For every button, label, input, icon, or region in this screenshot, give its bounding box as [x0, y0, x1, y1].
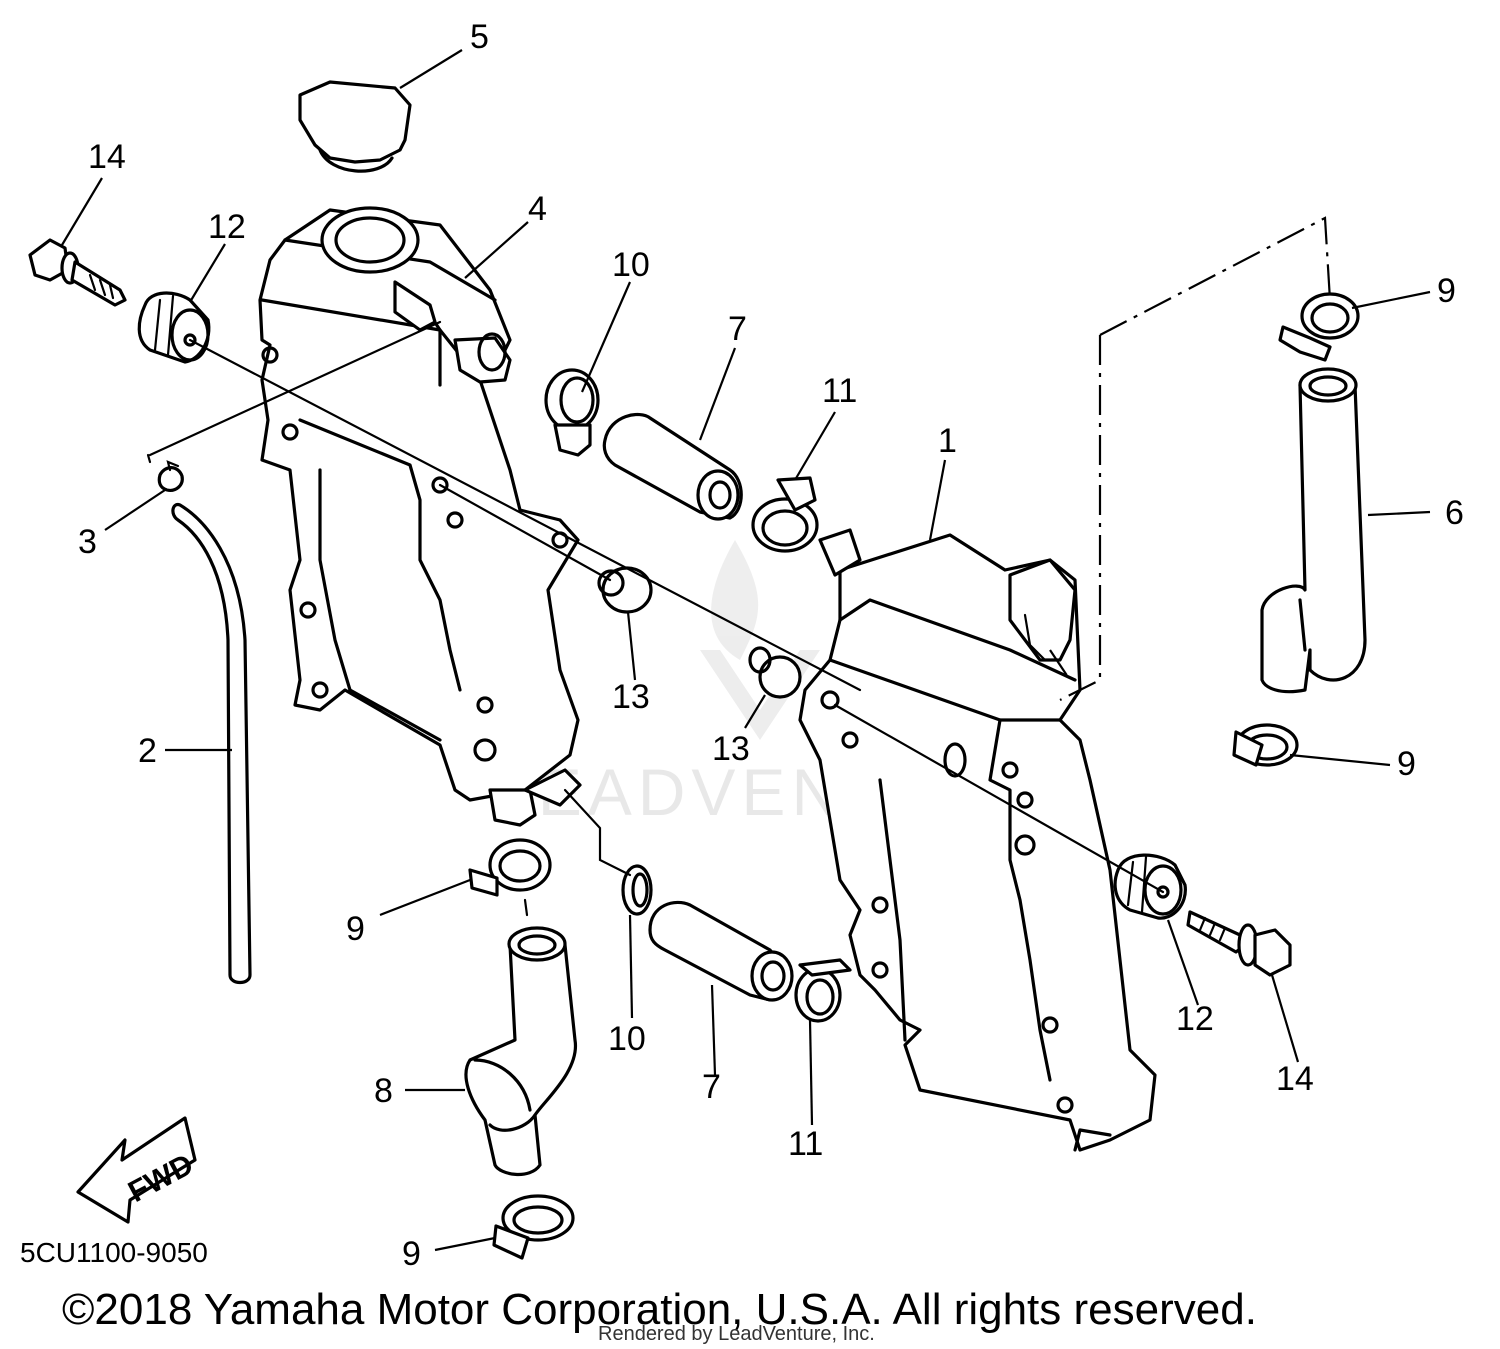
leader-lines — [61, 49, 1431, 1252]
hose-7-lower-part — [648, 900, 794, 1002]
copyright-notice: ©2018 Yamaha Motor Corporation, U.S.A. A… — [62, 1285, 1257, 1334]
callout-4: 4 — [528, 190, 547, 228]
callout-14-upper: 14 — [88, 138, 126, 176]
callout-7-lower: 7 — [702, 1068, 721, 1106]
clip-part — [157, 460, 184, 492]
clamp-9-bottom-part — [492, 1194, 575, 1260]
bolt-upper-part — [28, 238, 127, 307]
hose-7-upper-part — [602, 412, 743, 521]
washer-13-left-part — [597, 566, 653, 614]
callout-5: 5 — [470, 18, 489, 56]
callout-11-lower: 11 — [788, 1125, 823, 1163]
right-radiator-part — [798, 528, 1157, 1152]
callout-12-lower: 12 — [1176, 1000, 1214, 1038]
callout-12-upper: 12 — [208, 208, 246, 246]
radiator-cap-part — [298, 80, 412, 173]
callout-9-bottom: 9 — [402, 1235, 421, 1273]
clamp-9-upper-right-part — [1278, 292, 1360, 362]
forward-arrow: FWD — [76, 1116, 199, 1224]
clamp-9-left-part — [468, 838, 552, 897]
washer-13-right-part — [748, 646, 802, 699]
callout-3: 3 — [78, 523, 97, 561]
callout-14-lower: 14 — [1276, 1060, 1314, 1098]
bolt-lower-part — [1186, 910, 1292, 977]
callout-13-right: 13 — [712, 730, 750, 768]
breather-hose-part — [171, 502, 252, 985]
callout-1: 1 — [938, 422, 957, 460]
callout-2: 2 — [138, 732, 157, 770]
callout-7-upper: 7 — [728, 310, 747, 348]
callout-10-lower: 10 — [608, 1020, 646, 1058]
diagram-code: 5CU1100-9050 — [20, 1237, 208, 1268]
left-radiator-part — [258, 206, 582, 827]
assembly-lines — [146, 216, 1332, 917]
grommet-lower-part — [1113, 853, 1187, 920]
callout-9-mid-right: 9 — [1397, 745, 1416, 783]
clamp-9-mid-right-part — [1232, 723, 1299, 767]
clamp-11-upper-part — [751, 476, 819, 553]
hose-8-part — [464, 926, 577, 1176]
callout-8: 8 — [374, 1072, 393, 1110]
callout-9-left: 9 — [346, 910, 365, 948]
grommet-upper-part — [137, 291, 211, 364]
callout-labels: 5 14 12 4 10 7 11 1 9 6 3 13 13 9 2 9 10… — [78, 18, 1464, 1273]
callout-6: 6 — [1445, 494, 1464, 532]
hose-6-part — [1260, 367, 1367, 694]
clamp-10-lower-part — [621, 864, 653, 916]
callout-10-upper: 10 — [612, 246, 650, 284]
clamp-10-upper-part — [544, 368, 600, 457]
clamp-11-lower-part — [794, 958, 852, 1023]
rendered-by-credit: Rendered by LeadVenture, Inc. — [598, 1323, 875, 1345]
callout-13-left: 13 — [612, 678, 650, 716]
callout-11-upper: 11 — [822, 372, 857, 410]
callout-9-upper-right: 9 — [1437, 272, 1456, 310]
